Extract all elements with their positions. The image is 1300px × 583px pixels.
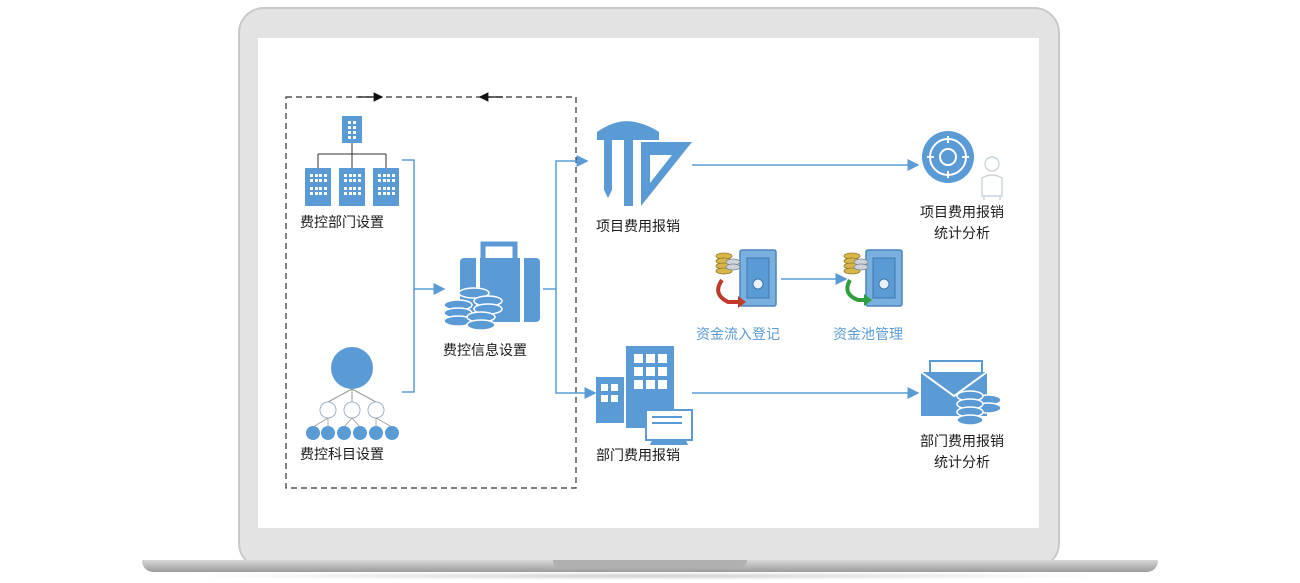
dept-stats-line1: 部门费用报销 — [920, 434, 1004, 450]
laptop-notch — [553, 560, 747, 568]
project-stats-line1: 项目费用报销 — [920, 205, 1004, 221]
project-reimb-label[interactable]: 项目费用报销 — [596, 219, 680, 235]
project-stats-label[interactable]: 项目费用报销 统计分析 — [907, 203, 1017, 245]
office-building-icon — [596, 346, 693, 445]
safe-pool-icon — [843, 249, 903, 307]
fund-pool-label[interactable]: 资金池管理 — [833, 327, 903, 343]
org-chart-icon — [305, 116, 399, 206]
laptop-shadow — [180, 572, 1120, 580]
drafting-tools-icon — [597, 121, 692, 206]
info-setup-label[interactable]: 费控信息设置 — [443, 343, 527, 359]
laptop-screen — [258, 38, 1039, 528]
mail-coins-icon — [920, 360, 1002, 426]
vault-user-icon — [922, 131, 1003, 200]
dept-setup-label[interactable]: 费控部门设置 — [300, 215, 384, 231]
dept-stats-label[interactable]: 部门费用报销 统计分析 — [907, 432, 1017, 474]
dept-reimb-label[interactable]: 部门费用报销 — [596, 448, 680, 464]
subject-setup-label[interactable]: 费控科目设置 — [300, 447, 384, 463]
connectors — [402, 155, 920, 399]
fund-register-label[interactable]: 资金流入登记 — [696, 327, 780, 343]
safe-inflow-icon — [715, 249, 777, 308]
briefcase-coins-icon — [443, 241, 540, 331]
config-frame — [285, 96, 577, 489]
project-stats-line2: 统计分析 — [934, 226, 990, 242]
dept-stats-line2: 统计分析 — [934, 455, 990, 471]
hierarchy-icon — [306, 347, 399, 440]
